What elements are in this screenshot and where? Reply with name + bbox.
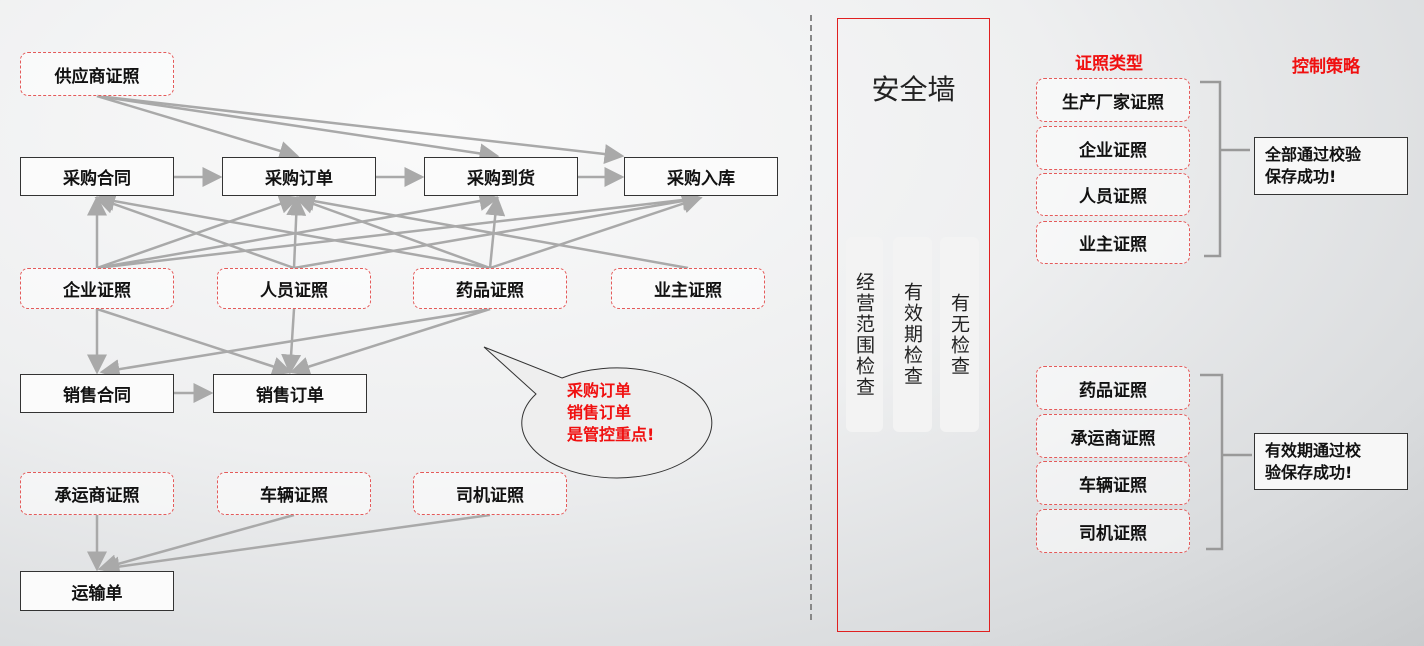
manufacturer-license: 生产厂家证照 (1036, 78, 1190, 122)
transport-order-node: 运输单 (20, 571, 174, 611)
personnel-license: 人员证照 (1036, 173, 1190, 216)
policy-line: 验保存成功! (1265, 463, 1353, 482)
owner-license: 业主证照 (1036, 221, 1190, 264)
callout-text: 采购订单 销售订单 是管控重点! (567, 380, 654, 446)
owner-license-node: 业主证照 (611, 268, 765, 309)
purchase-warehousing-node: 采购入库 (624, 157, 778, 196)
sales-contract-node: 销售合同 (20, 374, 174, 413)
policy-validity-pass: 有效期通过校 验保存成功! (1254, 433, 1408, 490)
bracket-group1 (1200, 80, 1222, 258)
driver-license: 司机证照 (1036, 509, 1190, 553)
policy-line: 有效期通过校 (1265, 441, 1362, 460)
bracket-group2 (1200, 373, 1224, 551)
sales-order-node: 销售订单 (213, 374, 367, 413)
enterprise-license: 企业证照 (1036, 126, 1190, 170)
supplier-license-node: 供应商证照 (20, 52, 174, 96)
existence-check: 有无检查 (940, 237, 979, 432)
driver-license-node: 司机证照 (413, 472, 567, 515)
vehicle-license: 车辆证照 (1036, 461, 1190, 505)
business-scope-check: 经营范围检查 (846, 237, 883, 432)
carrier-license-node: 承运商证照 (20, 472, 174, 515)
policy-line: 全部通过校验 (1265, 145, 1362, 164)
callout-line: 是管控重点! (567, 425, 655, 444)
enterprise-license-node: 企业证照 (20, 268, 174, 309)
callout-line: 采购订单 (567, 381, 632, 400)
vehicle-license-node: 车辆证照 (217, 472, 371, 515)
security-wall (837, 18, 990, 632)
control-policy-header: 控制策略 (1292, 57, 1360, 77)
carrier-license: 承运商证照 (1036, 414, 1190, 458)
drug-license-node: 药品证照 (413, 268, 567, 309)
purchase-contract-node: 采购合同 (20, 157, 174, 196)
policy-line: 保存成功! (1265, 167, 1337, 186)
license-type-header: 证照类型 (1075, 54, 1143, 74)
personnel-license-node: 人员证照 (217, 268, 371, 309)
callout-line: 销售订单 (567, 403, 632, 422)
callout-bubble (483, 346, 713, 479)
policy-all-pass: 全部通过校验 保存成功! (1254, 137, 1408, 195)
drug-license: 药品证照 (1036, 366, 1190, 410)
purchase-arrival-node: 采购到货 (424, 157, 578, 196)
section-divider (810, 15, 812, 620)
validity-check: 有效期检查 (893, 237, 932, 432)
security-wall-title: 安全墙 (871, 73, 956, 106)
purchase-order-node: 采购订单 (222, 157, 376, 196)
